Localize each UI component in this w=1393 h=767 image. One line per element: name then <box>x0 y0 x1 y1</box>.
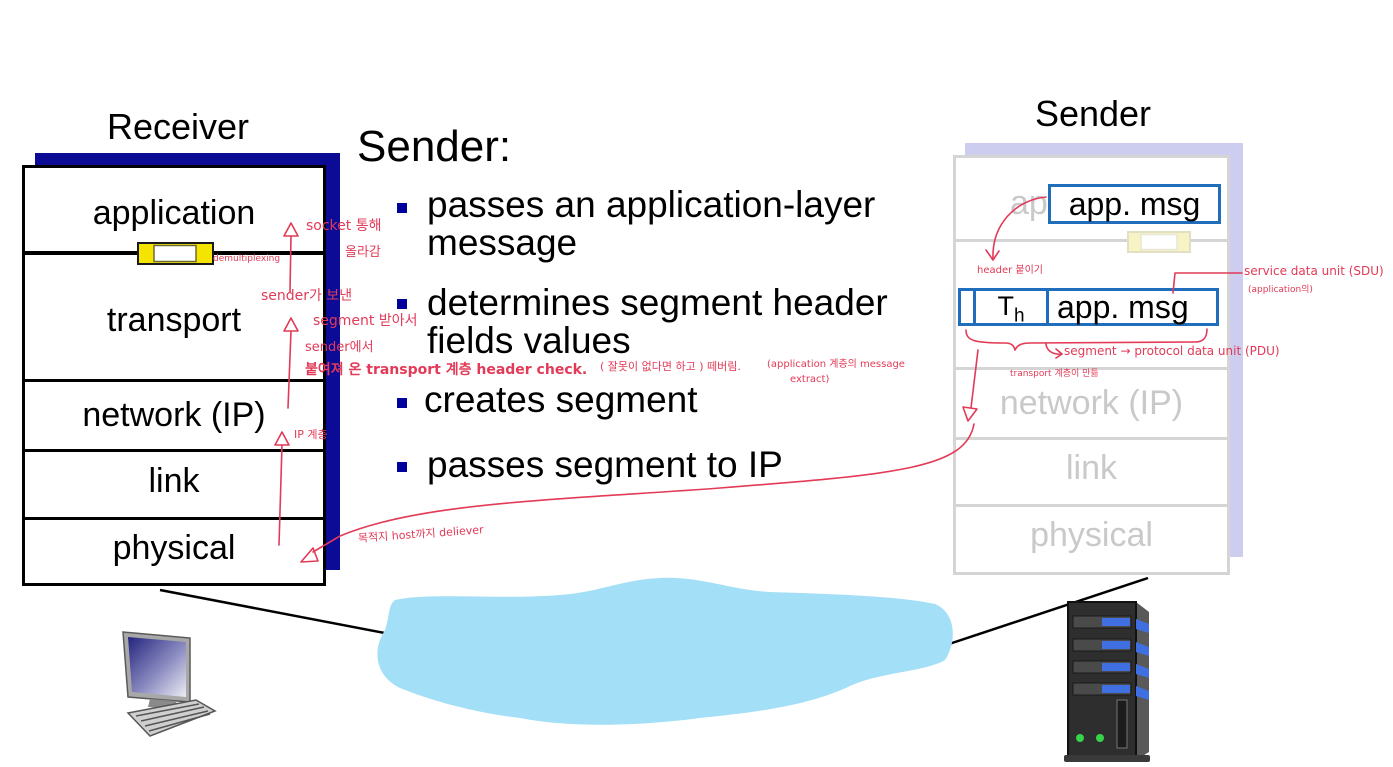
receiver-layer-transport: transport <box>106 301 242 339</box>
bullet-4-line-1: passes segment to IP <box>427 444 783 485</box>
activity-led <box>1096 734 1104 742</box>
annotation-socket-path-2: 올라감 <box>345 245 381 260</box>
sender-divider <box>956 437 1227 440</box>
segment-header-base: T <box>997 291 1014 321</box>
receiver-divider <box>25 517 323 520</box>
receiver-layer-physical: physical <box>112 529 236 567</box>
sender-title: Sender <box>1034 93 1152 134</box>
annotation-sender-sent: sender가 보낸 <box>261 288 353 304</box>
sender-divider <box>956 367 1227 370</box>
slide-heading: Sender: <box>357 122 512 171</box>
segment-box: Th app. msg <box>958 288 1219 326</box>
receiver-link-line <box>159 588 396 637</box>
receiver-divider <box>25 449 323 452</box>
bullet-marker <box>397 299 407 309</box>
segment-header-subscript: h <box>1013 305 1025 327</box>
annotation-sdu-sub: (application의) <box>1248 285 1313 295</box>
sender-divider <box>956 504 1227 507</box>
bullet-2-line-2: fields values <box>427 320 631 361</box>
sender-layer-link: link <box>1065 449 1118 487</box>
server-tower-icon <box>1064 601 1150 762</box>
receiver-layer-network: network (IP) <box>82 396 266 434</box>
network-cloud <box>377 577 953 725</box>
sender-layer-physical: physical <box>1030 516 1153 554</box>
annotation-extract-note-1: (application 계층의 message <box>767 359 905 370</box>
socket-icon <box>137 242 214 265</box>
annotation-pdu: segment → protocol data unit (PDU) <box>1064 344 1280 358</box>
bullet-marker <box>397 462 407 472</box>
bullet-marker <box>397 203 407 213</box>
segment-payload-label: app. msg <box>1057 289 1189 325</box>
receiver-layer-application: application <box>92 194 256 232</box>
annotation-remove-note: ( 잘못이 없다면 하고 ) 떼버림. <box>600 360 741 373</box>
bullet-marker <box>397 398 407 408</box>
annotation-header-check: 붙여져 온 transport 계층 header check. <box>305 362 588 378</box>
receiver-layer-link: link <box>148 462 200 500</box>
socket-icon <box>1127 231 1191 253</box>
annotation-sdu: service data unit (SDU) <box>1244 264 1384 278</box>
segment-header-cell: Th <box>973 288 1049 326</box>
power-led <box>1076 734 1084 742</box>
sender-layer-application: ap <box>1010 184 1048 222</box>
bullet-3-line-1: creates segment <box>424 379 698 420</box>
annotation-header-attach: header 붙이기 <box>977 265 1044 276</box>
receiver-title: Receiver <box>106 106 250 147</box>
app-message-box: app. msg <box>1048 184 1221 224</box>
bullet-1-line-2: message <box>427 222 578 263</box>
receiver-protocol-stack: application transport network (IP) link … <box>22 165 326 586</box>
annotation-socket-path: socket 통해 <box>306 218 382 234</box>
receiver-divider <box>25 379 323 382</box>
app-message-label: app. msg <box>1068 186 1201 222</box>
annotation-segment-received: segment 받아서 <box>313 313 418 329</box>
bullet-1-line-1: passes an application-layer <box>427 184 876 225</box>
sender-layer-network: network (IP) <box>999 384 1184 422</box>
bullet-2-line-1: determines segment header <box>427 282 888 323</box>
annotation-ip-layer: IP 계층 <box>294 428 328 441</box>
annotation-made-by: transport 계층이 만듦 <box>1010 369 1099 379</box>
sender-link-line <box>939 576 1149 649</box>
annotation-from-sender: sender에서 <box>305 340 374 355</box>
sender-divider <box>956 239 1227 242</box>
annotation-extract-note-2: extract) <box>790 374 830 385</box>
annotation-demultiplexing: demultiplexing <box>213 254 281 264</box>
desktop-computer-icon <box>122 631 217 737</box>
